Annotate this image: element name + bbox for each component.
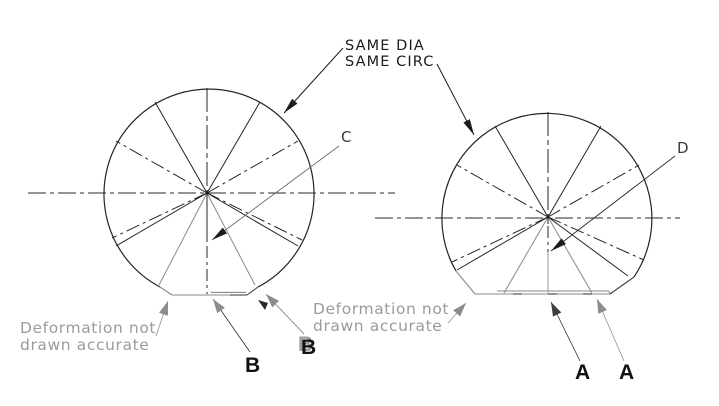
right-spokes <box>451 112 645 294</box>
d-leader-arrow <box>550 155 676 252</box>
label-c: C <box>341 128 352 146</box>
left-circle-outline <box>103 88 315 288</box>
b1-leader-arrow <box>212 298 251 353</box>
left-center-point <box>205 191 209 195</box>
right-circle-outline <box>441 112 653 278</box>
left-deformed-flat <box>159 286 259 296</box>
right-part-view <box>375 112 680 295</box>
c-leader-arrow <box>211 145 340 241</box>
same-dia-text: SAME DIA <box>345 38 425 54</box>
same-leader-left-arrow <box>283 47 344 114</box>
label-b1: B <box>245 354 260 377</box>
same-dia-annotation: SAME DIA SAME CIRC <box>283 38 475 136</box>
a1-leader-arrow <box>550 301 581 362</box>
b2-leader-arrow <box>265 293 305 335</box>
left-part-view <box>28 88 395 296</box>
right-callouts: D Deformation not drawn accurate A A <box>313 139 689 384</box>
left-spokes <box>111 88 303 294</box>
left-note-line1: Deformation not <box>20 319 156 337</box>
left-note-line2: drawn accurate <box>20 336 149 354</box>
right-note-line1: Deformation not <box>313 300 449 318</box>
left-callouts: C Deformation not drawn accurate B B B <box>20 128 352 377</box>
same-leader-right-arrow <box>436 63 475 136</box>
label-b2: B <box>301 336 316 359</box>
right-note-leader-arrow <box>447 302 467 324</box>
b2-secondary-arrowhead <box>258 300 268 310</box>
right-deformed-flat <box>455 270 635 295</box>
label-a2: A <box>619 361 634 384</box>
left-note-leader-arrow <box>155 300 169 337</box>
a2-leader-arrow <box>596 298 625 362</box>
label-b2-ghost: B <box>298 333 313 356</box>
right-note-line2: drawn accurate <box>313 317 442 335</box>
label-d: D <box>677 139 689 157</box>
label-a1: A <box>575 361 590 384</box>
right-center-point <box>546 215 550 219</box>
same-circ-text: SAME CIRC <box>345 54 434 70</box>
